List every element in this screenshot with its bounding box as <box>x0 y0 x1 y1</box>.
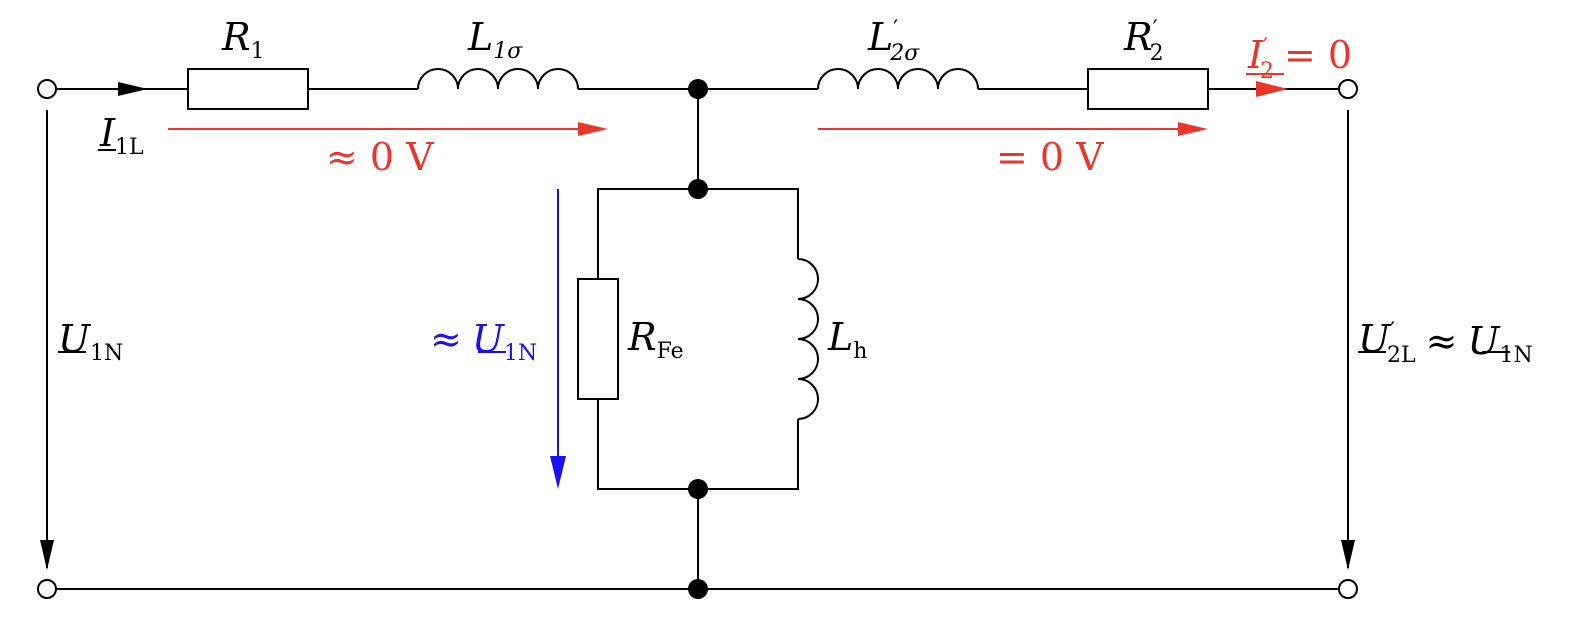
voltage-arrowhead-right-red <box>1178 122 1208 136</box>
label-i2: I′2= 0 <box>1247 33 1352 84</box>
voltage-arrowhead-mid-blue <box>550 456 566 489</box>
resistor-r2 <box>1087 68 1209 110</box>
label-lh: Lh <box>827 315 867 364</box>
label-l2s: L′2σ <box>867 15 920 66</box>
node-bottom <box>688 579 708 599</box>
node-branch-bottom <box>688 479 708 499</box>
inductor-l1s <box>417 68 579 90</box>
label-u1n: U1N <box>58 317 123 366</box>
resistor-rfe <box>577 278 619 400</box>
label-v-right: = 0 V <box>996 135 1104 179</box>
current-arrow-i2 <box>1256 81 1288 97</box>
label-l1s: L1σ <box>467 15 523 64</box>
inductor-l2s <box>817 68 979 90</box>
label-r2: R′2 <box>1123 15 1164 66</box>
node-top <box>688 79 708 99</box>
inductor-lh <box>797 258 819 420</box>
label-i1l: I1L <box>99 111 144 160</box>
terminal-top-left <box>37 79 57 99</box>
terminal-top-right <box>1338 79 1358 99</box>
label-v-left: ≈ 0 V <box>326 135 434 179</box>
parallel-branch-bottom <box>597 399 799 490</box>
label-u-mid: ≈U1N <box>430 317 537 366</box>
terminal-bottom-right <box>1338 579 1358 599</box>
voltage-arrowhead-u2l <box>1341 540 1355 570</box>
node-branch-top <box>688 179 708 199</box>
label-r1: R1 <box>221 15 265 64</box>
voltage-arrowhead-left-red <box>578 122 608 136</box>
current-arrow-i1l <box>118 82 148 96</box>
label-u2l: U′2L≈U1N <box>1358 317 1533 368</box>
terminal-bottom-left <box>37 579 57 599</box>
parallel-branch-top <box>597 188 799 279</box>
resistor-r1 <box>187 68 309 110</box>
label-rfe: RFe <box>627 315 684 364</box>
voltage-arrowhead-u1n <box>40 540 54 570</box>
